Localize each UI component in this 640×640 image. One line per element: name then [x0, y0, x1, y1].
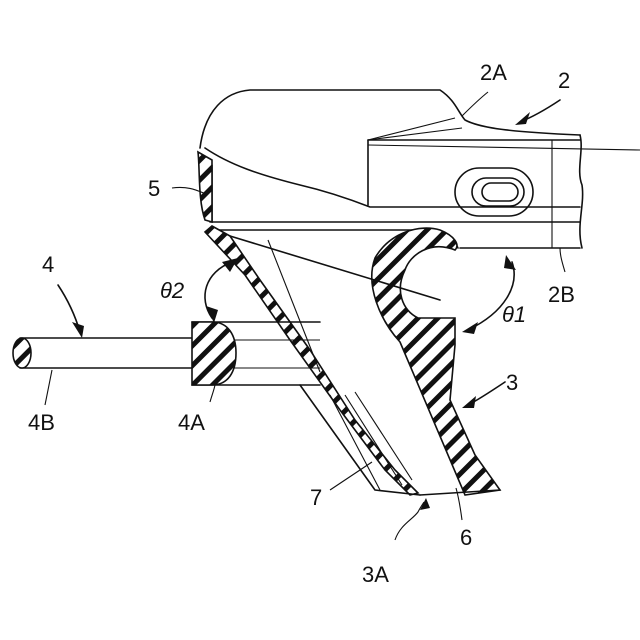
label-4B: 4B [28, 410, 55, 435]
label-theta-1: θ1 [502, 302, 526, 327]
label-2: 2 [558, 68, 570, 93]
label-2B: 2B [548, 282, 575, 307]
label-4A: 4A [178, 410, 205, 435]
label-2A: 2A [480, 60, 507, 85]
body-2 [200, 90, 640, 248]
label-5: 5 [148, 176, 160, 201]
label-3: 3 [506, 370, 518, 395]
label-6: 6 [460, 525, 472, 550]
label-7: 7 [310, 485, 322, 510]
label-theta-2: θ2 [160, 278, 184, 303]
nozzle-3 [205, 226, 500, 495]
label-4: 4 [42, 252, 54, 277]
slot-button [455, 168, 533, 216]
cord-4 [13, 322, 320, 385]
member-5 [198, 152, 212, 222]
label-3A: 3A [362, 562, 389, 587]
